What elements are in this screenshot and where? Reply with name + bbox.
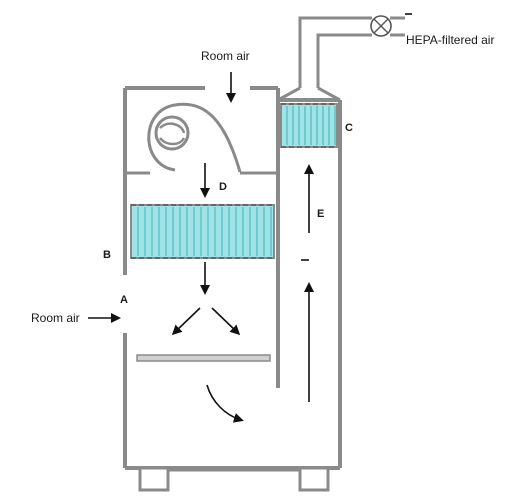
room-air-top-label: Room air: [201, 49, 250, 63]
label-d: D: [219, 181, 227, 193]
arrow-split-right: [211, 307, 241, 336]
exhaust-blower-icon: [370, 13, 412, 37]
arrow-curve-back: [206, 384, 244, 423]
hepa-filtered-air-label: HEPA-filtered air: [406, 33, 494, 47]
label-a: A: [120, 294, 128, 306]
label-c: C: [345, 122, 353, 134]
exhaust-hepa-filter: [280, 103, 338, 148]
cabinet-body: [123, 86, 342, 492]
label-b: B: [103, 249, 111, 261]
supply-hepa-filter: [130, 204, 275, 259]
room-air-left-label: Room air: [31, 311, 80, 325]
airflow-arrows: [88, 72, 314, 423]
label-e: E: [317, 208, 324, 220]
blower-icon: [147, 102, 242, 173]
arrow-split-left: [171, 307, 201, 336]
